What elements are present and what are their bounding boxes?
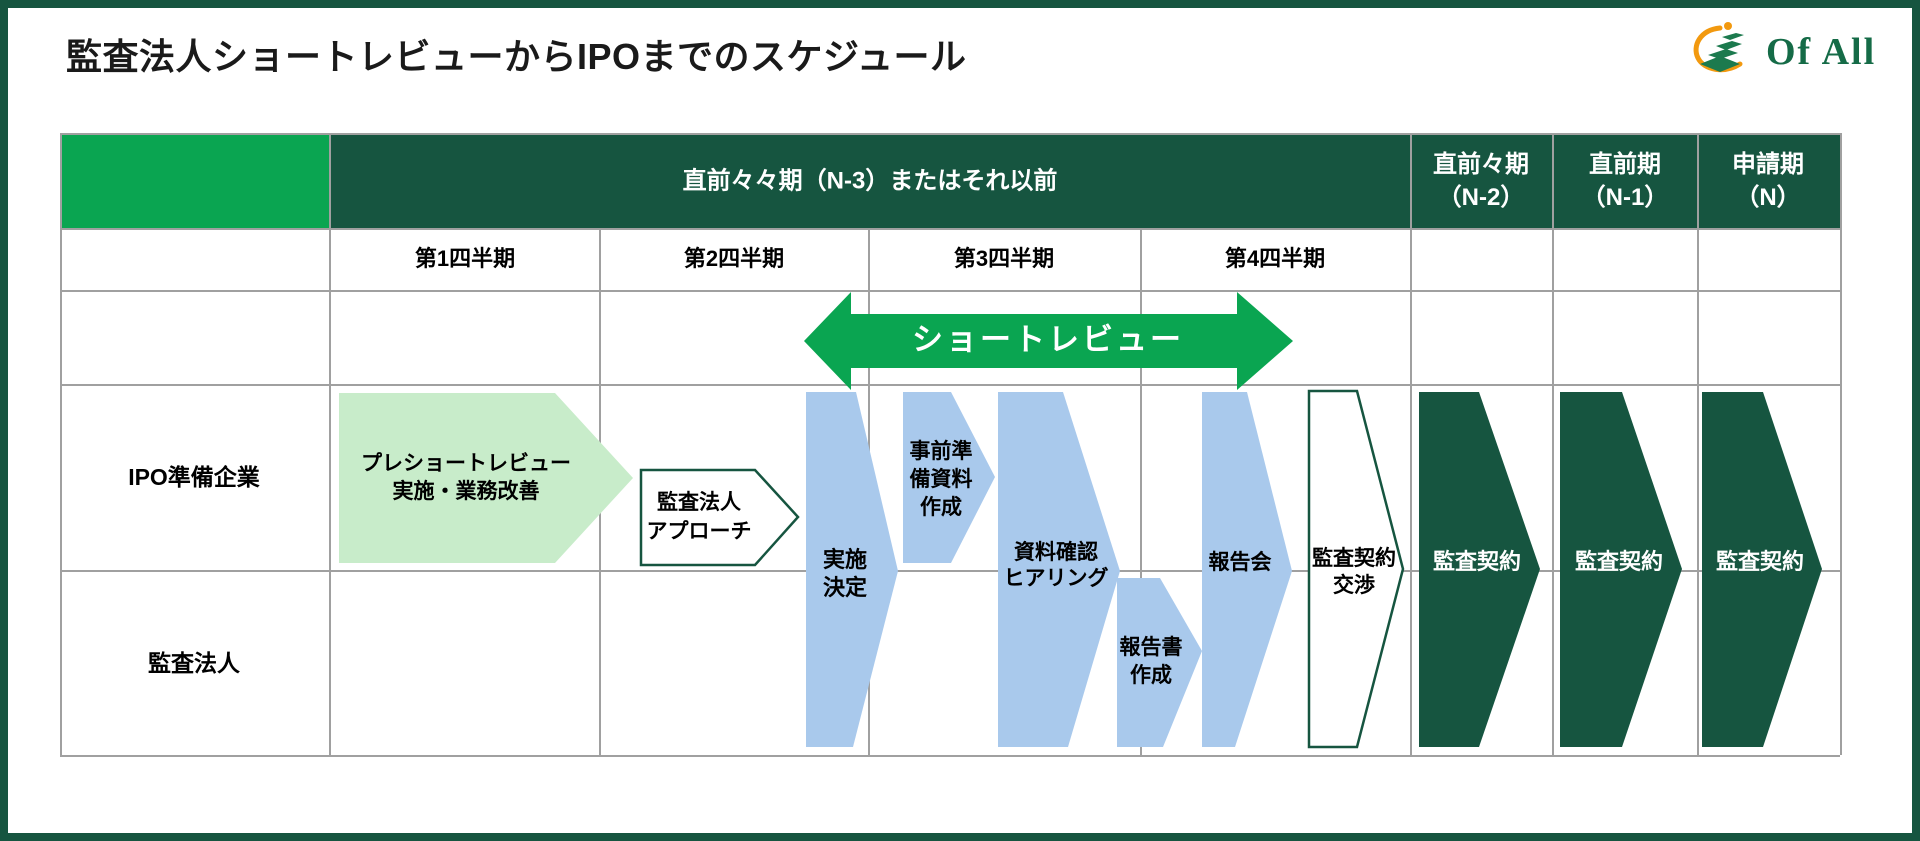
header-label-n: 申請期 （N）: [1732, 151, 1804, 211]
grid-line-right: [1840, 133, 1842, 755]
pre-review-label: プレショートレビュー 実施・業務改善: [361, 452, 571, 503]
row-label-company: IPO準備企業: [128, 464, 260, 490]
grid-line-labelcol: [329, 133, 331, 755]
short-review-arrow: [804, 292, 1293, 390]
prep-shape: [903, 392, 995, 563]
quarter-label-2: 第2四半期: [683, 246, 785, 271]
logo-step-3: [1716, 41, 1742, 50]
contract-shape-n2: [1419, 392, 1540, 747]
contract-label-n2: 監査契約: [1432, 549, 1522, 574]
grid-line-header-bottom: [60, 228, 1840, 230]
header-cell-n: [1697, 133, 1840, 228]
logo-step-2: [1708, 49, 1738, 59]
header-cell-n2: [1410, 133, 1552, 228]
negotiation-label: 監査契約 交渉: [1312, 547, 1396, 597]
grid-line-arrowrow-bottom: [60, 384, 1840, 386]
contract-label-n1: 監査契約: [1574, 549, 1664, 574]
header-cell-n3: [329, 133, 1410, 228]
grid-line-q3-q4: [1140, 228, 1142, 755]
negotiation-shape: [1307, 389, 1405, 749]
quarter-label-1: 第1四半期: [414, 246, 516, 271]
header-cell-blank: [60, 133, 329, 228]
approach-label: 監査法人 アプローチ: [646, 491, 752, 543]
company-logo: Of All: [1690, 20, 1890, 84]
row-label-auditor: 監査法人: [148, 650, 240, 676]
contract-shape-n1: [1560, 392, 1682, 747]
page-title: 監査法人ショートレビューからIPOまでのスケジュール: [66, 36, 967, 77]
report-doc-shape: [1117, 578, 1202, 747]
logo-dot: [1724, 22, 1732, 30]
quarter-label-4: 第4四半期: [1224, 246, 1326, 271]
review-label: 資料確認 ヒアリング: [1003, 541, 1109, 590]
contract-label-n: 監査契約: [1715, 549, 1805, 574]
header-label-n2: 直前々期 （N-2）: [1433, 151, 1529, 211]
grid-line-row-divider: [60, 570, 1840, 572]
short-review-arrow-label: ショートレビュー: [912, 322, 1184, 357]
prep-label: 事前準 備資料 作成: [909, 440, 973, 519]
pre-review-shape: [339, 393, 633, 563]
logo-text: Of All: [1766, 31, 1877, 73]
decision-label: 実施 決定: [822, 547, 868, 600]
review-shape: [998, 392, 1120, 747]
grid-line-n1-n: [1697, 133, 1699, 755]
header-label-n3: 直前々々期（N-3）またはそれ以前: [682, 167, 1058, 195]
logo-step-1: [1700, 56, 1740, 72]
report-meeting-shape: [1202, 392, 1292, 747]
stairs-swoosh-icon: [1693, 22, 1744, 73]
grid-line-left: [60, 133, 62, 755]
contract-shape-n: [1702, 392, 1822, 747]
approach-shape: [639, 468, 800, 567]
quarter-label-3: 第3四半期: [953, 246, 1055, 271]
report-meeting-label: 報告会: [1208, 551, 1272, 574]
grid-line-n2-n1: [1552, 133, 1554, 755]
grid-line-quarter-bottom: [60, 290, 1840, 292]
grid-line-q4-n2: [1410, 133, 1412, 755]
report-doc-label: 報告書 作成: [1119, 636, 1183, 687]
grid-line-bottom: [60, 755, 1840, 757]
decision-shape: [806, 392, 898, 747]
header-cell-n1: [1552, 133, 1697, 228]
header-label-n1: 直前期 （N-1）: [1581, 151, 1669, 211]
grid-line-top: [60, 133, 1840, 135]
logo-step-4: [1722, 33, 1744, 40]
